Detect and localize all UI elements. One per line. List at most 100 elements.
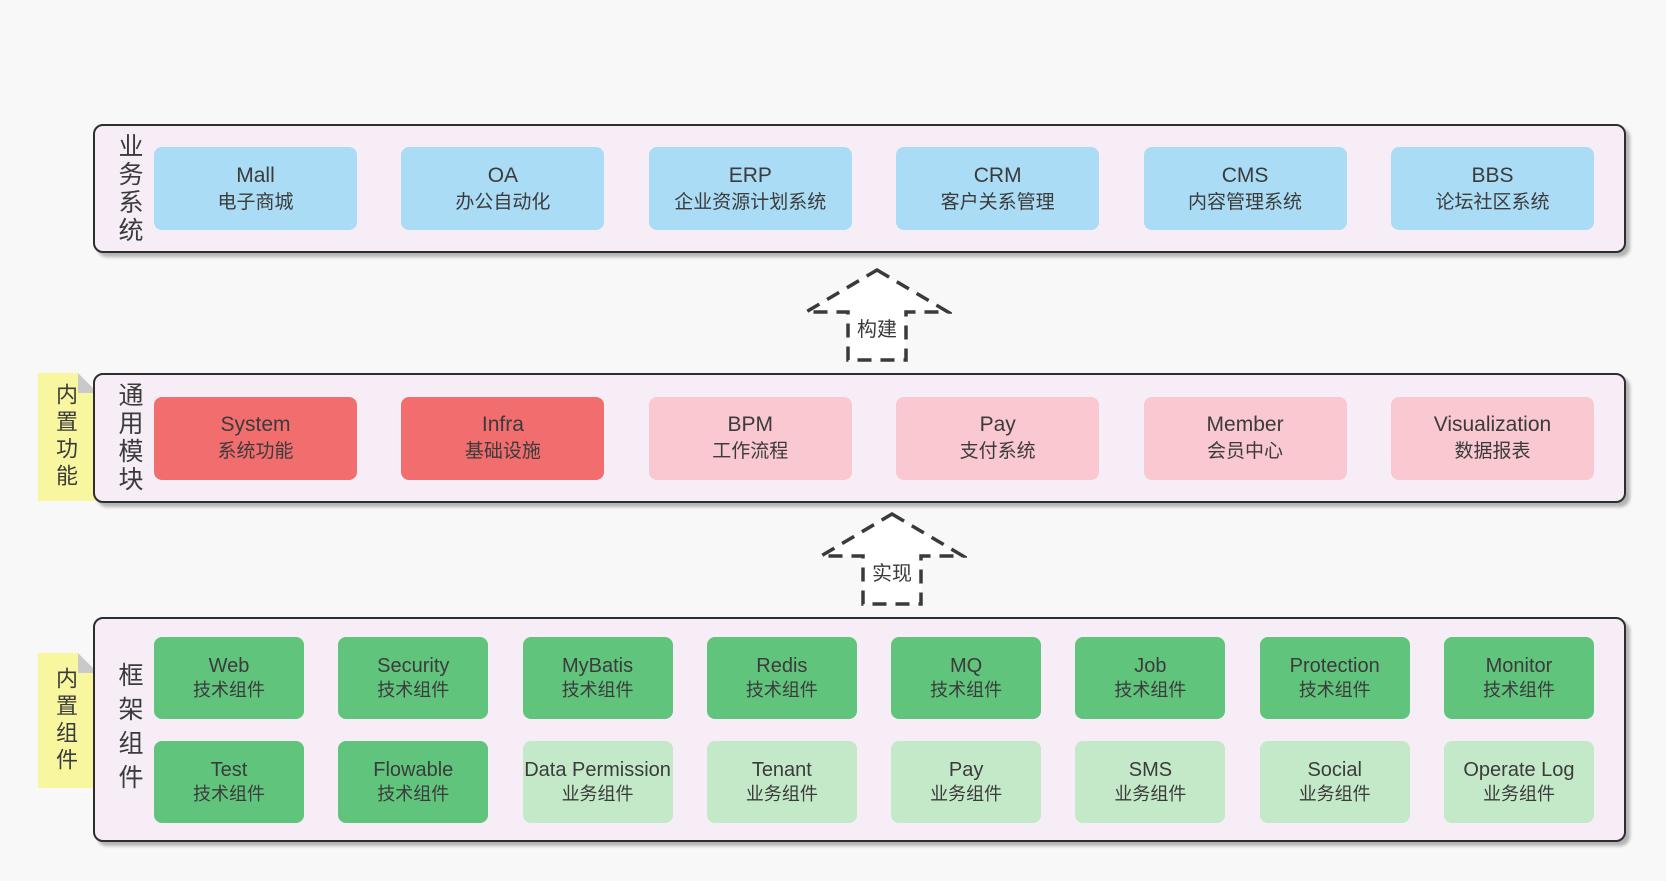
component-box: BPM 工作流程 (648, 396, 852, 480)
component-subtitle: 业务组件 (1482, 783, 1555, 804)
component-box: Operate Log 业务组件 (1443, 740, 1594, 823)
component-subtitle: 基础设施 (464, 441, 541, 463)
component-box: SMS 业务组件 (1075, 740, 1226, 823)
component-box: Social 业务组件 (1259, 740, 1410, 823)
sticky-note-builtin-components: 内置组件 (38, 653, 98, 788)
component-subtitle: 企业资源计划系统 (674, 191, 827, 213)
component-subtitle: 系统功能 (217, 441, 294, 463)
build-arrow: 构建 (802, 266, 952, 364)
component-subtitle: 会员中心 (1207, 441, 1284, 463)
component-box: Tenant 业务组件 (706, 740, 857, 823)
sticky-note-builtin-features: 内置功能 (38, 373, 98, 501)
component-subtitle: 内容管理系统 (1188, 191, 1303, 213)
business-systems-boxes-area: Mall 电子商城 OA 办公自动化 ERP 企业资源计划系统 CRM 客户关系… (154, 126, 1594, 251)
component-subtitle: 业务组件 (930, 783, 1003, 804)
component-name: SMS (1128, 758, 1173, 781)
component-subtitle: 技术组件 (193, 783, 265, 804)
component-name: Data Permission (524, 758, 671, 781)
framework-components-boxes-area: Web 技术组件 Security 技术组件 MyBatis 技术组件 Redi… (154, 619, 1594, 840)
component-name: Tenant (751, 758, 812, 781)
component-name: System (220, 413, 291, 436)
component-name: Protection (1289, 654, 1380, 677)
component-box: Infra 基础设施 (401, 396, 605, 480)
component-box: Web 技术组件 (154, 636, 304, 719)
component-name: Flowable (373, 758, 454, 781)
common-modules-row: System 系统功能 Infra 基础设施 BPM 工作流程 Pay 支付系统… (154, 396, 1594, 480)
component-name: OA (487, 163, 519, 187)
common-modules-boxes-area: System 系统功能 Infra 基础设施 BPM 工作流程 Pay 支付系统… (154, 375, 1594, 501)
component-name: Security (377, 654, 450, 677)
sticky-note-builtin-features-label: 内置功能 (53, 383, 78, 491)
layer-common-modules: 通用模块 System 系统功能 Infra 基础设施 BPM 工作流程 Pay… (93, 373, 1626, 503)
component-name: Test (210, 758, 248, 781)
implement-arrow-label: 实现 (869, 557, 915, 586)
component-subtitle: 业务组件 (1298, 783, 1371, 804)
component-name: Social (1307, 758, 1362, 781)
build-arrow-label: 构建 (854, 313, 900, 342)
framework-components-row-2: Test 技术组件 Flowable 技术组件 Data Permission … (154, 740, 1594, 823)
layer-business-systems: 业务系统 Mall 电子商城 OA 办公自动化 ERP 企业资源计划系统 CRM… (93, 124, 1626, 253)
component-box: CMS 内容管理系统 (1143, 147, 1347, 230)
component-name: Pay (948, 758, 984, 781)
component-box: Pay 支付系统 (896, 396, 1100, 480)
component-box: Test 技术组件 (154, 740, 304, 823)
component-box: Protection 技术组件 (1259, 636, 1410, 719)
component-name: Pay (979, 413, 1016, 436)
component-name: Monitor (1485, 654, 1553, 677)
component-box: Redis 技术组件 (706, 636, 857, 719)
component-name: CRM (973, 163, 1022, 187)
component-box: Security 技术组件 (338, 636, 489, 719)
component-name: BBS (1471, 163, 1514, 187)
component-name: CMS (1221, 163, 1269, 187)
layer-common-modules-label: 通用模块 (115, 382, 143, 494)
business-systems-row: Mall 电子商城 OA 办公自动化 ERP 企业资源计划系统 CRM 客户关系… (154, 147, 1594, 230)
component-box: CRM 客户关系管理 (896, 147, 1100, 230)
component-subtitle: 技术组件 (561, 679, 634, 700)
component-subtitle: 技术组件 (745, 679, 818, 700)
component-subtitle: 办公自动化 (455, 191, 551, 213)
component-subtitle: 电子商城 (217, 191, 294, 213)
component-box: ERP 企业资源计划系统 (648, 147, 852, 230)
component-box: System 系统功能 (154, 396, 357, 480)
component-box: Flowable 技术组件 (338, 740, 489, 823)
component-subtitle: 论坛社区系统 (1435, 191, 1550, 213)
component-name: BPM (727, 413, 774, 436)
component-subtitle: 技术组件 (377, 783, 450, 804)
component-subtitle: 数据报表 (1454, 441, 1531, 463)
component-box: OA 办公自动化 (401, 147, 605, 230)
component-subtitle: 技术组件 (1482, 679, 1555, 700)
component-box: Data Permission 业务组件 (522, 740, 673, 823)
component-box: MyBatis 技术组件 (522, 636, 673, 719)
component-subtitle: 支付系统 (959, 441, 1036, 463)
component-name: Job (1134, 654, 1167, 677)
component-box: MQ 技术组件 (891, 636, 1042, 719)
component-subtitle: 技术组件 (1298, 679, 1371, 700)
component-subtitle: 技术组件 (377, 679, 450, 700)
component-box: BBS 论坛社区系统 (1390, 147, 1594, 230)
component-box: Mall 电子商城 (154, 147, 357, 230)
sticky-note-builtin-components-label: 内置组件 (53, 666, 78, 775)
component-name: MyBatis (562, 654, 634, 677)
component-name: Operate Log (1463, 758, 1575, 781)
component-name: Member (1206, 413, 1284, 436)
component-subtitle: 技术组件 (1114, 679, 1187, 700)
layer-framework-components: 框架组件 Web 技术组件 Security 技术组件 MyBatis 技术组件… (93, 617, 1626, 842)
component-name: Mall (236, 163, 275, 187)
framework-components-row-1: Web 技术组件 Security 技术组件 MyBatis 技术组件 Redi… (154, 636, 1594, 719)
component-subtitle: 客户关系管理 (940, 191, 1055, 213)
component-name: Infra (481, 413, 524, 436)
component-name: ERP (728, 163, 772, 187)
component-box: Member 会员中心 (1143, 396, 1347, 480)
component-subtitle: 技术组件 (930, 679, 1003, 700)
layer-framework-components-label: 框架组件 (115, 661, 143, 798)
component-subtitle: 业务组件 (745, 783, 818, 804)
component-box: Job 技术组件 (1075, 636, 1226, 719)
component-subtitle: 业务组件 (1114, 783, 1187, 804)
component-box: Visualization 数据报表 (1390, 396, 1594, 480)
component-name: Web (208, 654, 250, 677)
component-name: Redis (756, 654, 808, 677)
component-name: MQ (950, 654, 983, 677)
component-box: Monitor 技术组件 (1443, 636, 1594, 719)
component-subtitle: 业务组件 (561, 783, 634, 804)
layer-business-systems-label: 业务系统 (115, 132, 143, 245)
